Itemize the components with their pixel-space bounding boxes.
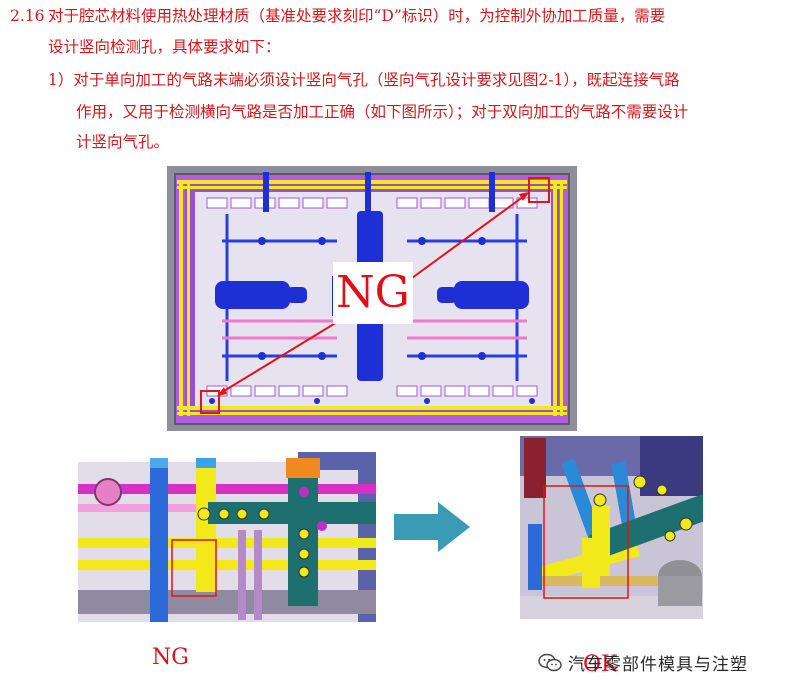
wechat-icon (538, 653, 562, 671)
watermark: 汽车零部件模具与注塑 (538, 650, 748, 675)
right-arrow-icon (394, 502, 470, 552)
paragraph-line-5: 计竖向气孔。 (76, 133, 170, 151)
ng-detail-drawing (78, 442, 376, 622)
paragraph-line-4: 作用，又用于检测横向气路是否加工正确（如下图所示）；对于双向加工的气路不需要设计 (76, 103, 689, 121)
paragraph-line-2: 设计竖向检测孔，具体要求如下： (48, 38, 281, 56)
ng-detail-figure (78, 442, 376, 622)
ok-detail-drawing (520, 436, 703, 619)
ok-label: OK (583, 652, 618, 677)
watermark-text: 汽车零部件模具与注塑 (568, 655, 748, 675)
section-number: 2.16 (10, 7, 45, 25)
ng-label: NG (152, 645, 189, 670)
ng-label-large: NG (333, 262, 413, 324)
paragraph-line-3: 1）对于单向加工的气路末端必须设计竖向气孔（竖向气孔设计要求见图2-1），既起连… (48, 71, 680, 89)
paragraph-line-1: 对于腔芯材料使用热处理材质（基准处要求刻印“D”标识）时，为控制外协加工质量，需… (48, 7, 666, 25)
ok-detail-figure (520, 436, 703, 619)
